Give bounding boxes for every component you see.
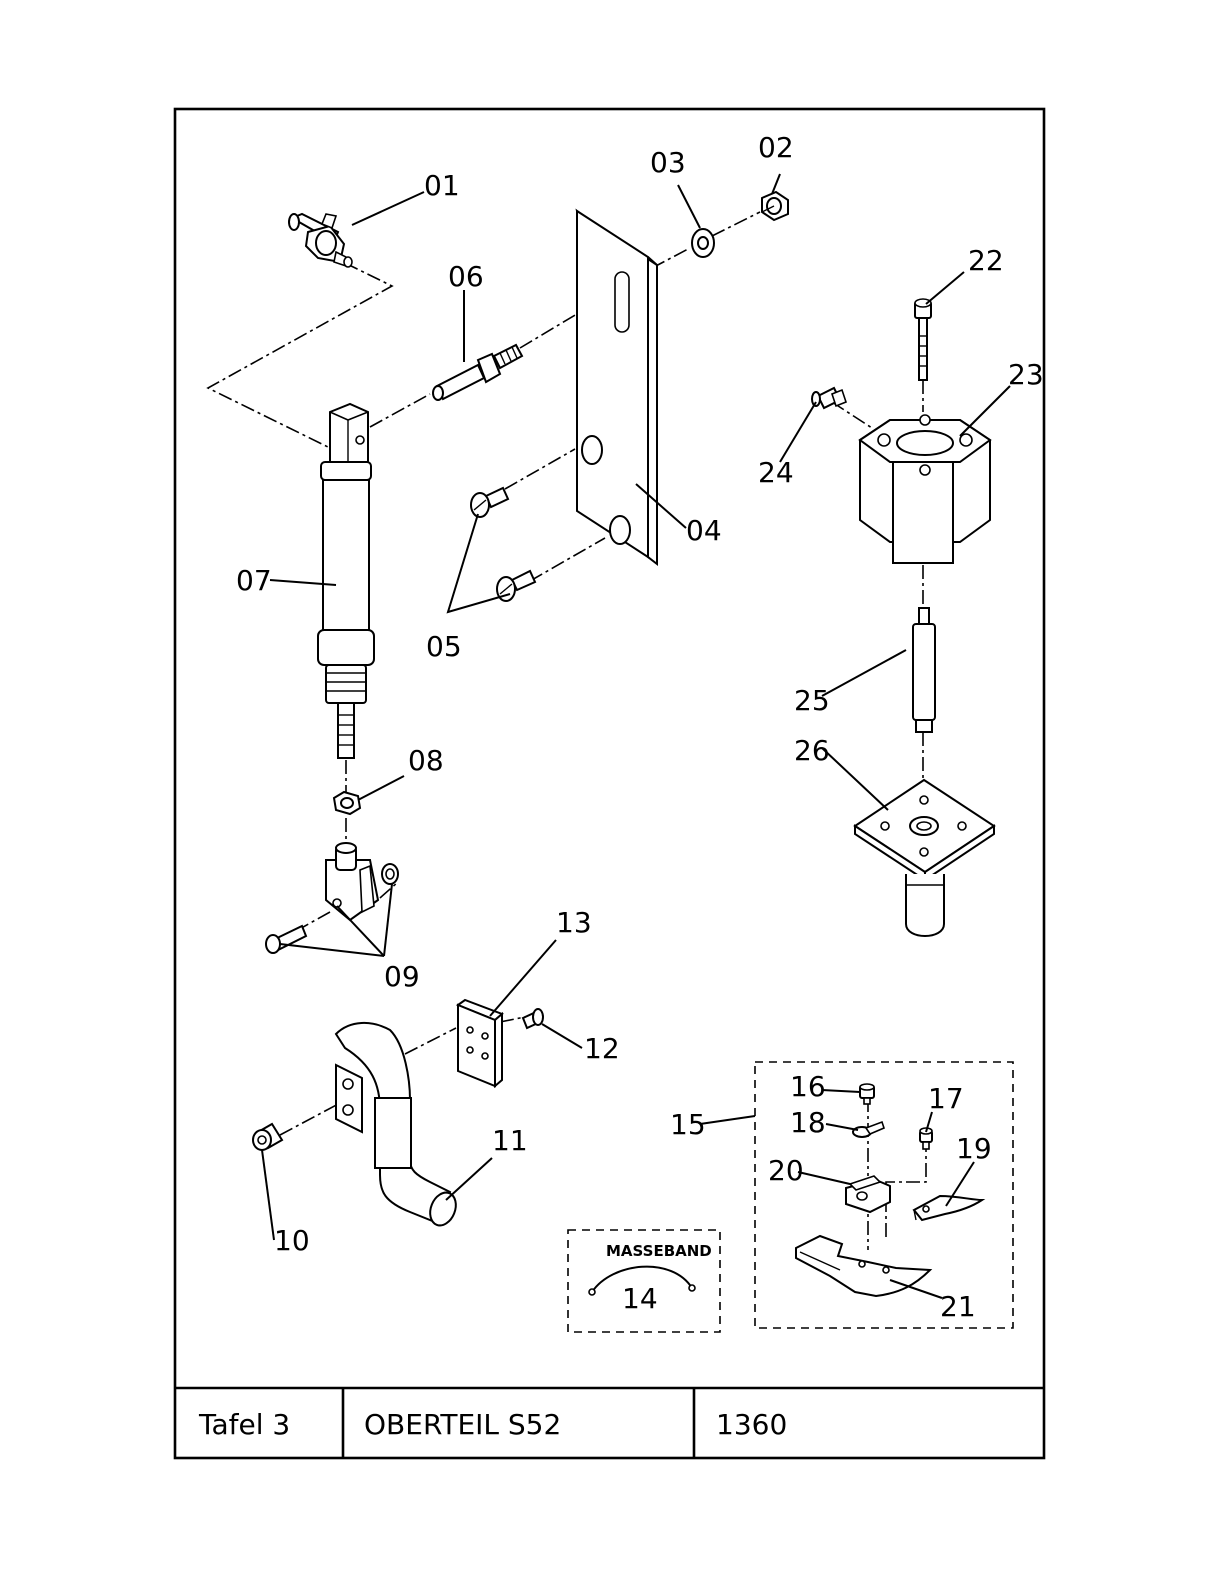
part-26-flange [855, 780, 994, 936]
part-20-bracket [846, 1176, 890, 1212]
part-03-washer [692, 229, 714, 257]
part-23-housing [860, 415, 990, 563]
part-05-countersunk-screws [471, 488, 535, 601]
label-13: 13 [556, 906, 592, 939]
assembly-name: OBERTEIL S52 [364, 1408, 561, 1441]
label-26: 26 [794, 734, 830, 767]
part-25-guide-pin [913, 608, 935, 732]
label-17: 17 [928, 1082, 964, 1115]
part-09-clevis [266, 843, 398, 953]
label-03: 03 [650, 146, 686, 179]
part-10-socket-screw [253, 1124, 282, 1150]
masseband-label: MASSEBAND [606, 1242, 712, 1260]
label-15: 15 [670, 1108, 706, 1141]
label-21: 21 [940, 1290, 976, 1323]
plate-label: Tafel 3 [198, 1408, 290, 1441]
part-04-plate [577, 211, 657, 564]
label-22: 22 [968, 244, 1004, 277]
label-24: 24 [758, 456, 794, 489]
label-23: 23 [1008, 358, 1044, 391]
part-11-bent-pipe [336, 1023, 460, 1229]
part-02-hex-nut [762, 192, 788, 220]
label-01: 01 [424, 169, 460, 202]
part-06-stud-bolt [433, 345, 522, 400]
part-07-cylinder [318, 404, 374, 758]
part-14-masseband: MASSEBAND [568, 1230, 720, 1332]
label-11: 11 [492, 1124, 528, 1157]
label-14: 14 [622, 1282, 658, 1315]
part-24-fitting [812, 388, 846, 408]
part-19-blade [914, 1196, 982, 1220]
label-10: 10 [274, 1224, 310, 1257]
label-16: 16 [790, 1070, 826, 1103]
label-20: 20 [768, 1154, 804, 1187]
part-16-screw [860, 1084, 874, 1104]
label-12: 12 [584, 1032, 620, 1065]
part-08-hex-nut [334, 792, 360, 814]
label-02: 02 [758, 131, 794, 164]
label-09: 09 [384, 960, 420, 993]
part-12-screw [523, 1009, 543, 1028]
label-04: 04 [686, 514, 722, 547]
label-07: 07 [236, 564, 272, 597]
label-06: 06 [448, 260, 484, 293]
part-22-socket-screw [915, 299, 931, 380]
label-25: 25 [794, 684, 830, 717]
label-19: 19 [956, 1132, 992, 1165]
part-13-block [458, 1000, 502, 1086]
drawing-number: 1360 [716, 1408, 787, 1441]
label-05: 05 [426, 630, 462, 663]
part-01-tee-fitting [289, 214, 352, 267]
label-18: 18 [790, 1106, 826, 1139]
label-08: 08 [408, 744, 444, 777]
